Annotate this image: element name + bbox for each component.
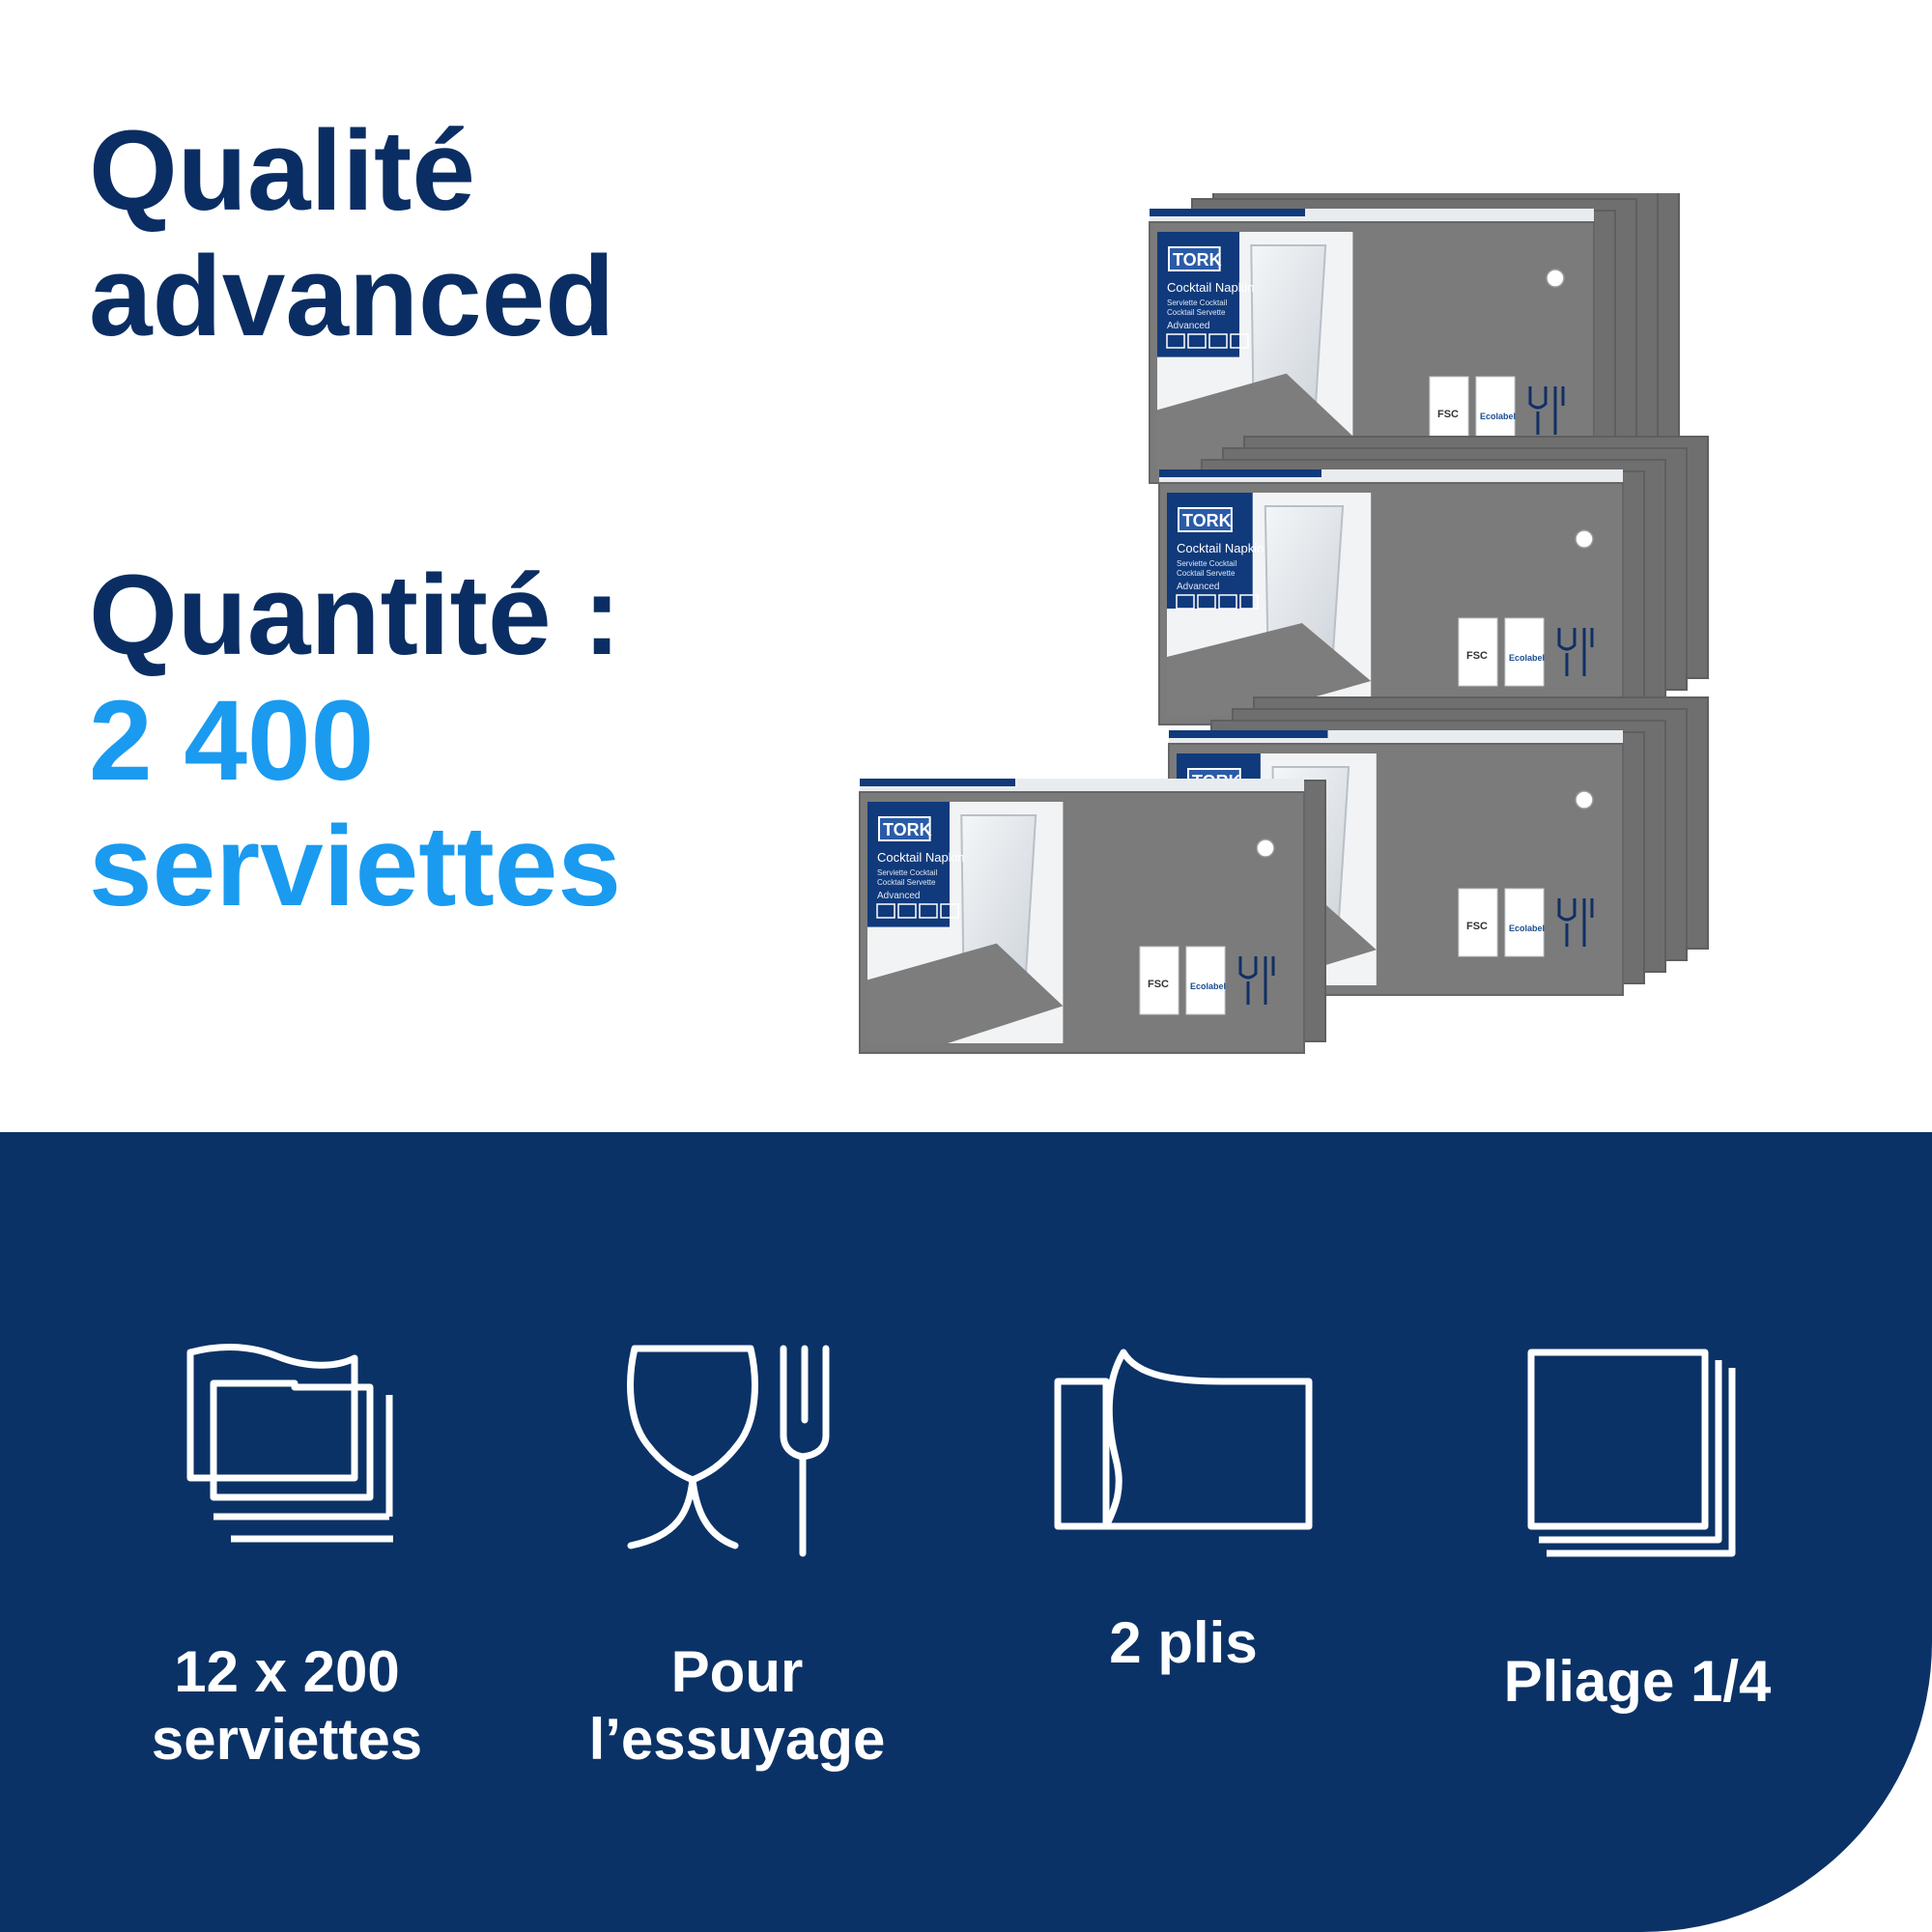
pack-spec-box [876, 903, 895, 919]
pack-grade: Advanced [1177, 582, 1219, 592]
feature-quarter-fold: Pliage 1/4 [1444, 1343, 1831, 1716]
headline-quantity-word: Quantité : [89, 552, 621, 679]
headline-quantity-number: 2 400 [89, 677, 375, 805]
pack-spec-box [1239, 594, 1259, 610]
pack-glass-fork-icon [1557, 628, 1594, 676]
fsc-badge [1458, 888, 1498, 957]
pack-seal [1546, 269, 1565, 288]
features-band [0, 1132, 1932, 1932]
two-ply-icon [1054, 1349, 1313, 1530]
pack-subname: Cocktail Servette [1177, 569, 1236, 578]
pack-glass-fork-icon [1528, 386, 1565, 435]
feature-two-ply: 2 plis [990, 1343, 1377, 1677]
fsc-text: FSC [1466, 921, 1488, 932]
pack-name: Cocktail Napkin [1177, 541, 1264, 555]
fsc-badge [1458, 617, 1498, 687]
glass-fork-icon [627, 1345, 830, 1557]
pack-grade: Advanced [1167, 321, 1209, 331]
pack-spec-box [1166, 333, 1185, 349]
pack-spec-box [1176, 594, 1195, 610]
pack-spec-box [1230, 333, 1249, 349]
quarter-fold-icon [1527, 1349, 1736, 1557]
ecolabel-badge [1475, 376, 1516, 445]
fsc-badge [1139, 946, 1179, 1015]
pack-seal [1256, 838, 1275, 858]
pack-spec-box [940, 903, 959, 919]
ecolabel-text: Ecolabel [1509, 923, 1545, 933]
headline-advanced-word: advanced [89, 233, 615, 360]
fsc-text: FSC [1437, 409, 1459, 420]
ecolabel-badge [1504, 888, 1545, 957]
napkin-stack-icon [186, 1343, 393, 1543]
feature-quarter-fold-label: Pliage 1/4 [1503, 1649, 1772, 1714]
pack-top-stripe [860, 779, 1015, 786]
ecolabel-text: Ecolabel [1509, 653, 1545, 663]
ecolabel-text: Ecolabel [1190, 981, 1226, 991]
feature-two-ply-label: 2 plis [1109, 1610, 1258, 1675]
pack-top-stripe [1159, 469, 1321, 477]
pack-spec-box [897, 903, 917, 919]
pack-logo-box [1178, 507, 1233, 532]
pack-napkin [867, 943, 1064, 1043]
pack-name: Cocktail Napkin [877, 850, 964, 865]
pack-grade: Advanced [877, 891, 920, 901]
pack-name: Cocktail Napkin [1167, 280, 1254, 295]
headline-quality: Qualité advanced [89, 108, 614, 359]
pack-seal [1575, 790, 1594, 810]
pack-subname: Cocktail Servette [877, 878, 936, 887]
fsc-text: FSC [1148, 979, 1169, 990]
pack-subname: Serviette Cocktail [1177, 559, 1236, 568]
ecolabel-text: Ecolabel [1480, 412, 1516, 421]
pack-spec-box [1208, 333, 1228, 349]
pack-subname: Cocktail Servette [1167, 308, 1226, 317]
feature-wiping: Pour l’essuyage [544, 1343, 930, 1774]
pack-glass-fork-icon [1557, 898, 1594, 947]
ecolabel-badge [1185, 946, 1226, 1015]
pack-logo-box [878, 816, 931, 841]
feature-napkin-count-label: 12 x 200 serviettes [151, 1639, 423, 1772]
pack-brand: TORK [1182, 511, 1232, 530]
pack-spec-box [919, 903, 938, 919]
pack-top-stripe [1150, 209, 1305, 216]
feature-wiping-label: Pour l’essuyage [588, 1639, 886, 1772]
pack-top-stripe [1169, 730, 1328, 738]
headline-quality-word: Qualité [89, 107, 475, 235]
pack-subname: Serviette Cocktail [877, 868, 937, 877]
pack-spec-box [1218, 594, 1237, 610]
pack-spec-box [1197, 594, 1216, 610]
ecolabel-badge [1504, 617, 1545, 687]
pack-logo-box [1168, 246, 1221, 271]
pack-glass-fork-icon [1238, 956, 1275, 1005]
pack-seal [1575, 529, 1594, 549]
pack-brand: TORK [883, 820, 932, 839]
pack-subname: Serviette Cocktail [1167, 298, 1227, 307]
pack-napkin [1167, 623, 1372, 715]
headline-quantity: Quantité : 2 400 serviettes [89, 553, 621, 929]
pack-spec-box [1187, 333, 1207, 349]
feature-napkin-count: 12 x 200 serviettes [94, 1343, 480, 1774]
headline-quantity-unit: serviettes [89, 803, 622, 930]
pack-brand: TORK [1173, 250, 1222, 270]
fsc-text: FSC [1466, 650, 1488, 662]
